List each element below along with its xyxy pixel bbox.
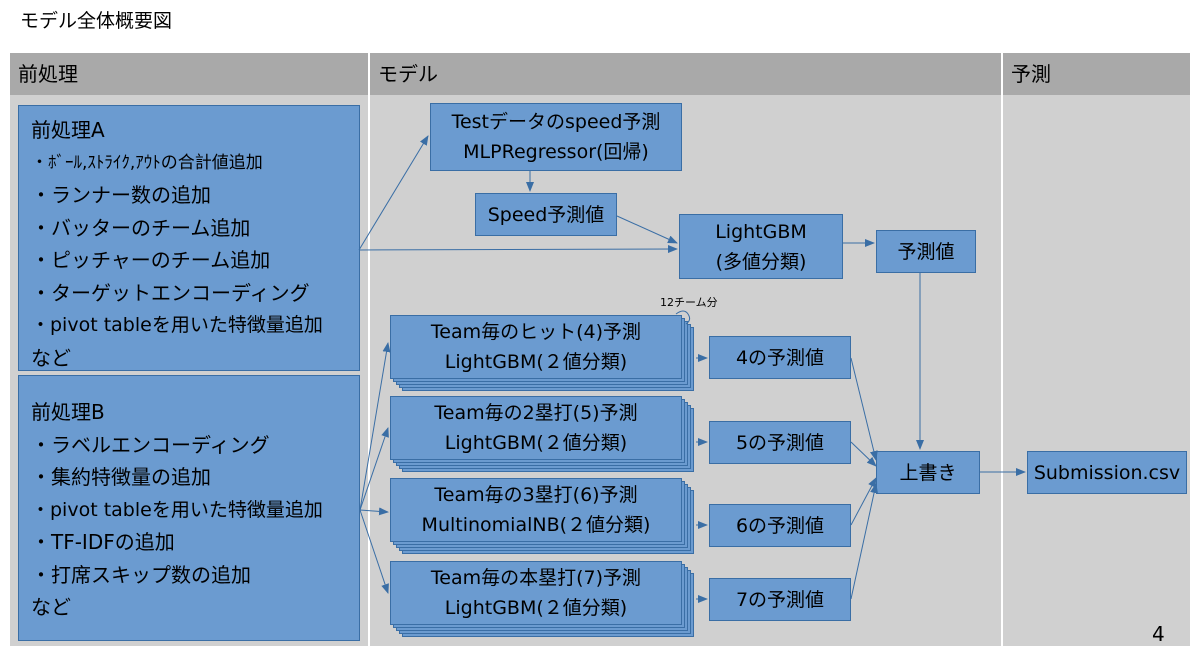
speed-pred-box: Speed予測値	[475, 193, 617, 236]
speed-model-line2: MLPRegressor(回帰)	[463, 141, 649, 163]
arrow-result4-to-overwrite	[850, 357, 878, 461]
speed-model-box: Testデータのspeed予測 MLPRegressor(回帰)	[430, 103, 682, 171]
column-predict-bg	[1003, 53, 1190, 646]
team-result-box: 6の予測値	[709, 504, 851, 547]
preprocess-a-item: ・バッターのチーム追加	[31, 215, 251, 240]
team-model-box: Team毎のヒット(4)予測 LightGBM(２値分類)	[390, 315, 682, 379]
arrow-result7-to-overwrite	[850, 483, 878, 600]
team-result-box: 4の予測値	[709, 336, 851, 379]
team-model-line1: Team毎の3塁打(6)予測	[434, 484, 638, 506]
team-result-label: 5の予測値	[735, 431, 825, 454]
lgbm-main-box: LightGBM (多値分類)	[679, 214, 843, 279]
preprocess-b-item: ・ラベルエンコーディング	[31, 432, 270, 457]
team-model-box: Team毎の3塁打(6)予測 MultinomialNB(２値分類)	[390, 478, 682, 542]
preprocess-a-box: 前処理A ・ﾎﾞｰﾙ,ｽﾄﾗｲｸ,ｱｳﾄの合計値追加 ・ランナー数の追加 ・バッ…	[18, 105, 360, 371]
arrow-a-to-lgbm	[358, 245, 678, 254]
team-result-box: 5の予測値	[709, 421, 851, 464]
arrow-b-to-team5	[359, 427, 389, 511]
speed-model-line1: Testデータのspeed予測	[451, 111, 661, 133]
submission-label: Submission.csv	[1033, 461, 1181, 484]
arrow-speed-pred-to-lgbm	[616, 215, 678, 244]
team-model-line2: MultinomialNB(２値分類)	[421, 514, 651, 536]
preprocess-b-box: 前処理B ・ラベルエンコーディング ・集約特徴量の追加 ・pivot table…	[18, 375, 360, 641]
pred-value-box: 予測値	[876, 230, 976, 273]
team-result-label: 6の予測値	[735, 514, 825, 537]
preprocess-a-item: ・ﾎﾞｰﾙ,ｽﾄﾗｲｸ,ｱｳﾄの合計値追加	[31, 152, 263, 173]
preprocess-a-item: ・ターゲットエンコーディング	[31, 280, 310, 305]
preprocess-a-item: ・ランナー数の追加	[31, 183, 211, 207]
lgbm-main-line1: LightGBM	[715, 220, 807, 243]
preprocess-b-footer: など	[31, 595, 71, 619]
preprocess-b-item: ・pivot tableを用いた特徴量追加	[31, 498, 323, 521]
slide-title: モデル全体概要図	[20, 10, 173, 32]
team-model-line2: LightGBM(２値分類)	[444, 432, 628, 454]
preprocess-a-item: ・pivot tableを用いた特徴量追加	[31, 314, 323, 336]
column-header-preprocess: 前処理	[10, 53, 368, 95]
preprocess-a-footer: など	[31, 345, 71, 370]
team-model-stack: Team毎の本塁打(7)予測 LightGBM(２値分類)	[390, 561, 694, 637]
stack-brace	[675, 310, 691, 325]
arrow-b-to-team6	[359, 507, 389, 516]
column-header-predict: 予測	[1003, 53, 1190, 95]
team-result-label: 7の予測値	[735, 588, 825, 611]
preprocess-a-title: 前処理A	[31, 118, 105, 142]
team-model-line1: Team毎の本塁打(7)予測	[430, 567, 642, 589]
preprocess-a-item: ・ピッチャーのチーム追加	[31, 248, 271, 272]
team-model-stack: Team毎のヒット(4)予測 LightGBM(２値分類)	[390, 315, 694, 391]
team-model-stack: Team毎の2塁打(5)予測 LightGBM(２値分類)	[390, 396, 694, 472]
team-model-box: Team毎の本塁打(7)予測 LightGBM(２値分類)	[390, 561, 682, 625]
team-result-box: 7の予測値	[709, 578, 851, 621]
preprocess-b-item: ・TF-IDFの追加	[31, 530, 175, 554]
arrow-b-to-team7	[359, 509, 389, 594]
arrow-a-to-speed-model	[358, 135, 429, 251]
team-model-line2: LightGBM(２値分類)	[444, 597, 628, 619]
team-model-line1: Team毎の2塁打(5)予測	[434, 402, 638, 424]
team-model-line1: Team毎のヒット(4)予測	[430, 321, 642, 343]
pred-value-label: 予測値	[897, 240, 955, 263]
preprocess-b-item: ・打席スキップ数の追加	[31, 562, 251, 587]
preprocess-b-title: 前処理B	[31, 400, 105, 424]
preprocess-b-item: ・集約特徴量の追加	[31, 465, 211, 489]
submission-box: Submission.csv	[1027, 451, 1187, 494]
speed-pred-label: Speed予測値	[487, 203, 605, 226]
team-result-label: 4の予測値	[735, 346, 825, 369]
overwrite-label: 上書き	[899, 461, 957, 484]
stack-note: 12チーム分	[660, 296, 718, 309]
arrow-result5-to-overwrite	[850, 441, 877, 467]
column-header-model: モデル	[370, 53, 1001, 95]
lgbm-main-line2: (多値分類)	[715, 250, 807, 273]
team-model-stack: Team毎の3塁打(6)予測 MultinomialNB(２値分類)	[390, 478, 694, 554]
page-number: 4	[1152, 622, 1165, 646]
team-model-box: Team毎の2塁打(5)予測 LightGBM(２値分類)	[390, 396, 682, 460]
overwrite-box: 上書き	[876, 451, 980, 494]
team-model-line2: LightGBM(２値分類)	[444, 351, 628, 373]
arrow-b-to-team4	[359, 342, 391, 511]
